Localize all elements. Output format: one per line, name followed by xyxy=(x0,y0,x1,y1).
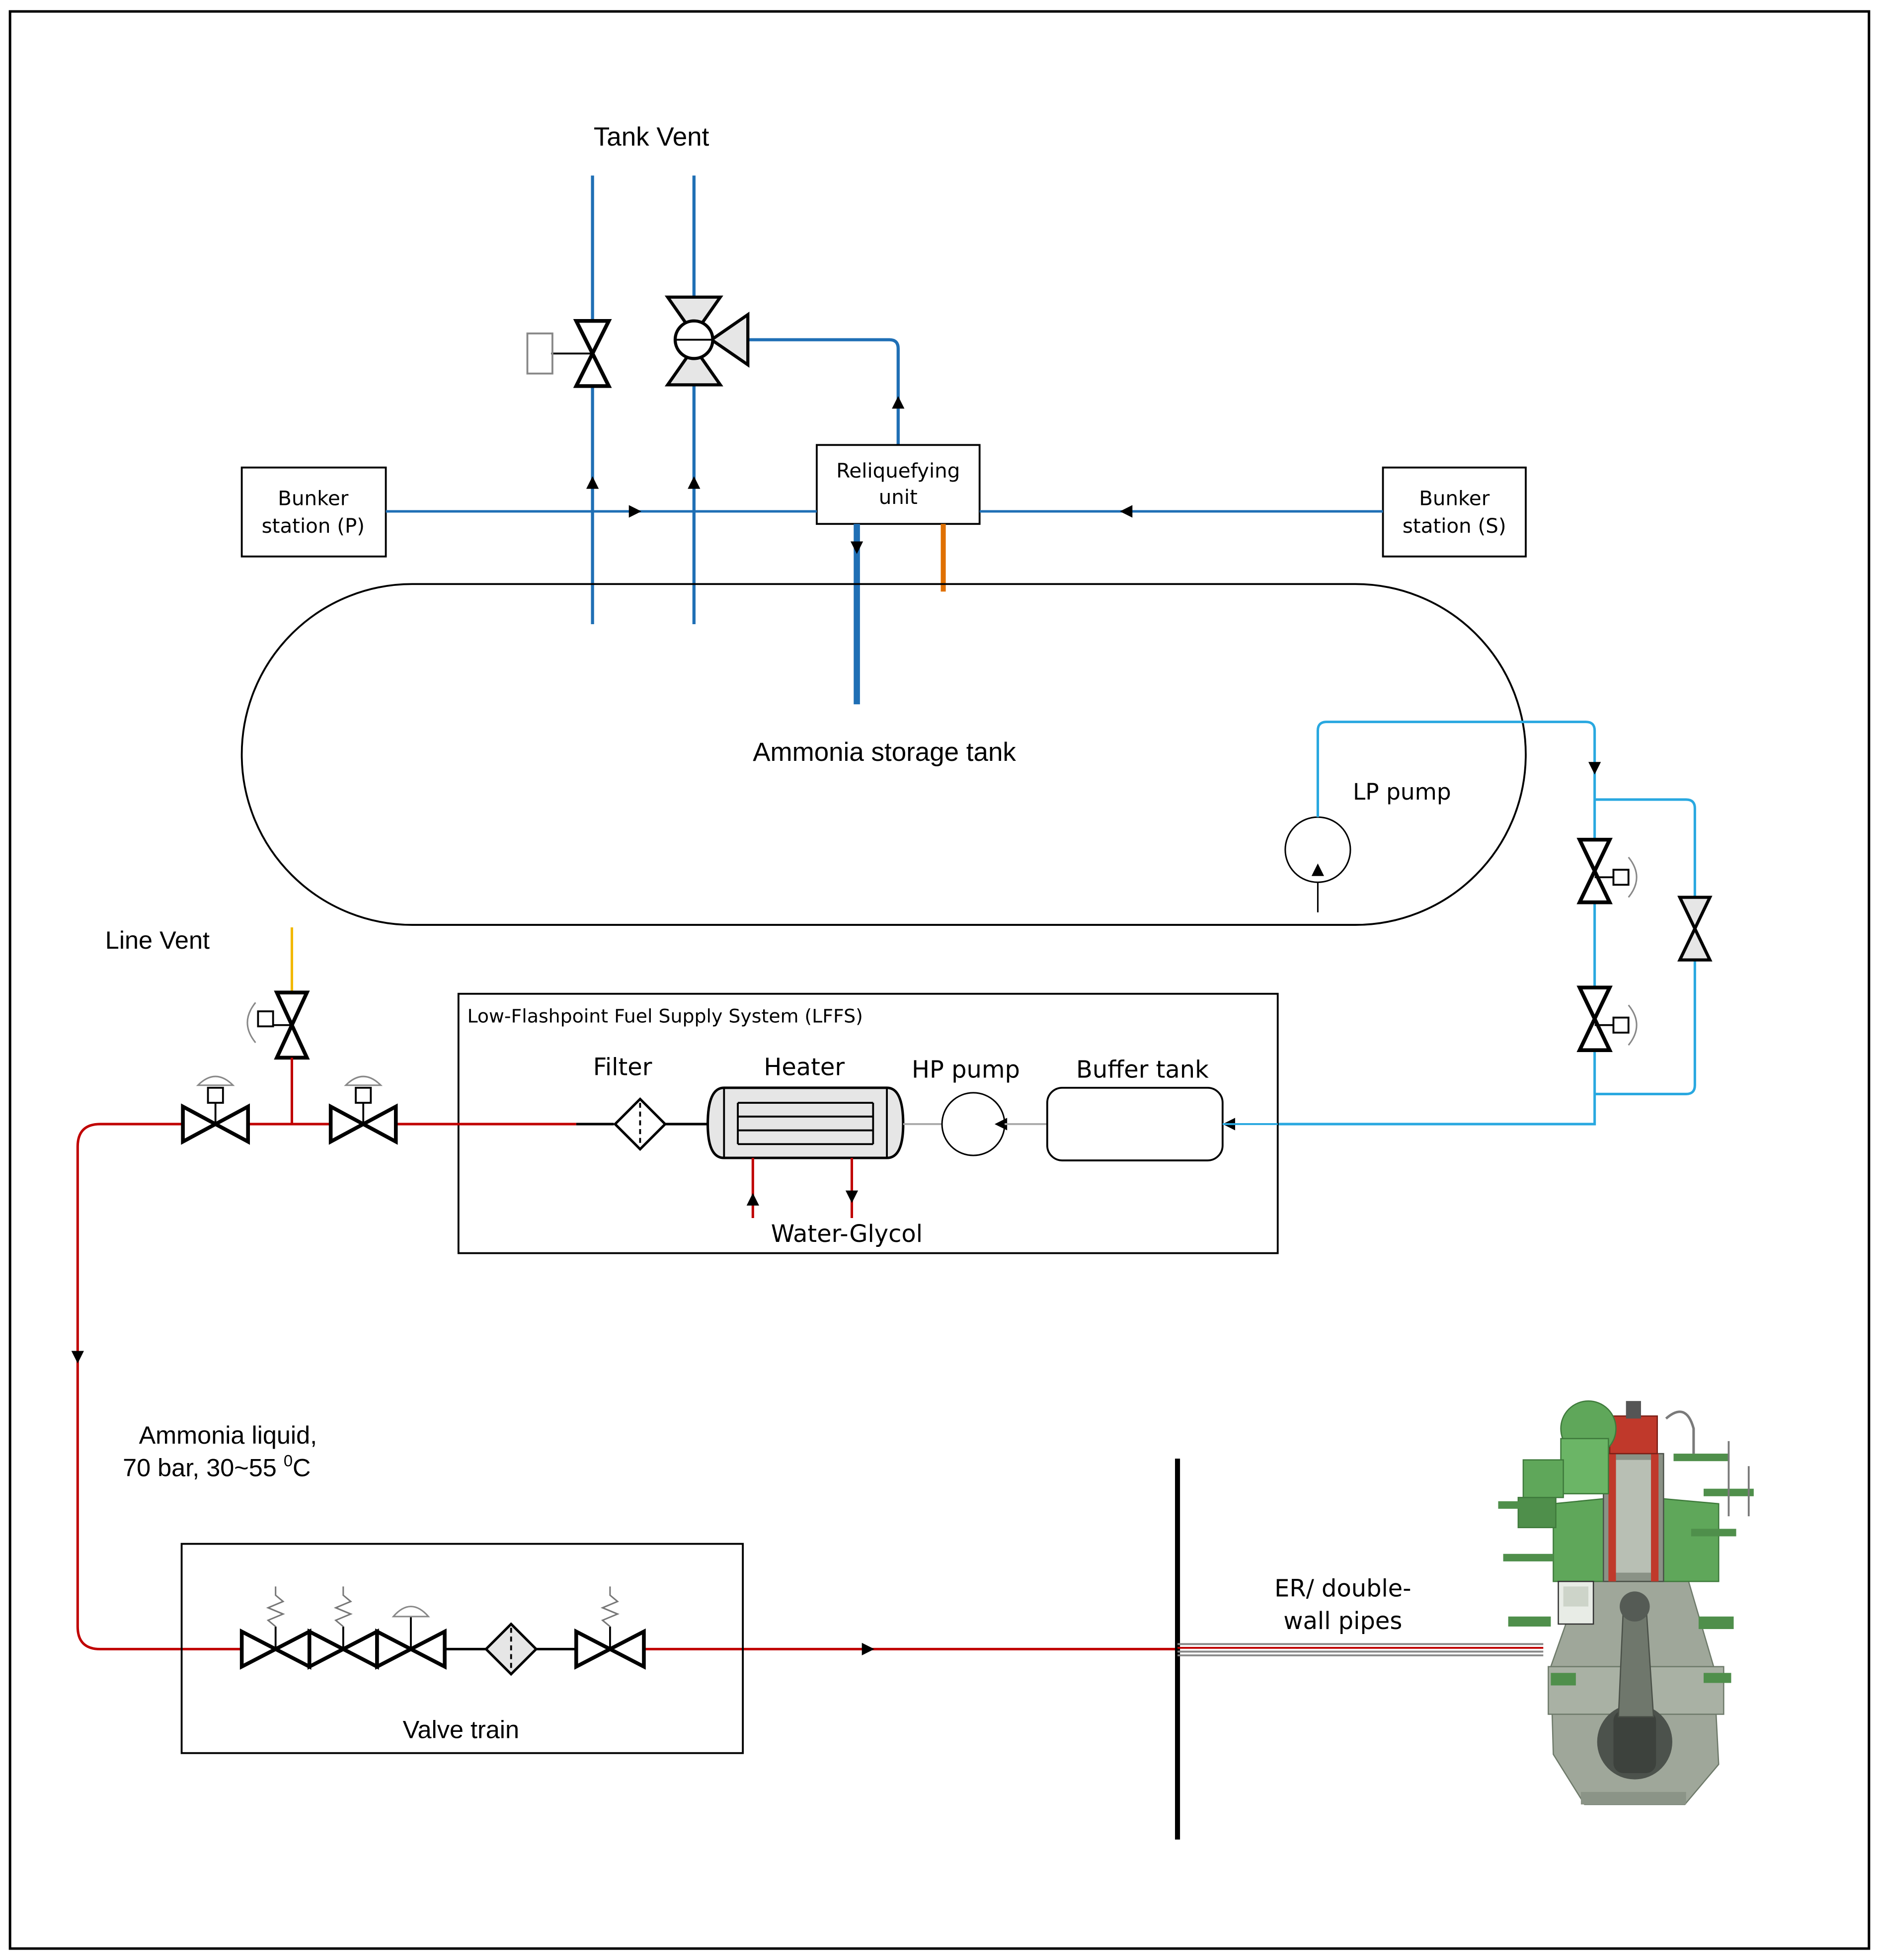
bypass-valve xyxy=(1677,896,1713,962)
water-glycol-in-arrow xyxy=(746,1193,759,1206)
buffer-tank xyxy=(1046,1086,1224,1161)
lp-pump-label: LP pump xyxy=(1353,779,1451,805)
double-wall-pipes xyxy=(1177,1643,1544,1656)
water-glycol-label: Water-Glycol xyxy=(771,1221,923,1248)
ammonia-storage-tank xyxy=(240,583,1527,926)
lp-valve-upper xyxy=(1576,837,1638,904)
hp-pump-label: HP pump xyxy=(912,1057,1020,1084)
valve-train-valve-2 xyxy=(307,1586,379,1670)
fuel-line-arrow-down xyxy=(71,1351,84,1364)
ammonia-liquid-unit: C xyxy=(293,1453,311,1481)
valve-train-label: Valve train xyxy=(403,1715,519,1743)
bunker-station-p-label-2: station (P) xyxy=(262,514,365,538)
red-line-valve-2 xyxy=(328,1075,398,1145)
bunker-station-s-label-1: Bunker xyxy=(1419,487,1490,510)
valve-train-valve-1 xyxy=(239,1586,312,1670)
water-glycol-out-arrow xyxy=(845,1190,859,1203)
marine-engine-illustration xyxy=(1498,1400,1754,1805)
filter-icon xyxy=(613,1097,667,1151)
er-pipes-label-2: wall pipes xyxy=(1283,1608,1402,1635)
bunker-station-p-label-1: Bunker xyxy=(278,487,349,510)
tank-vent-pipes xyxy=(591,175,900,624)
bunker-station-s-label-2: station (S) xyxy=(1403,514,1506,538)
hp-pump-icon xyxy=(941,1092,1008,1156)
valve-train-filter-icon xyxy=(484,1622,538,1676)
reliquefying-unit-box xyxy=(816,444,981,525)
line-vent-label: Line Vent xyxy=(105,926,210,954)
filter-label: Filter xyxy=(593,1054,652,1081)
ammonia-liquid-degree: 0 xyxy=(284,1451,293,1470)
valve-train-valve-3 xyxy=(375,1606,447,1670)
ammonia-liquid-label-1: Ammonia liquid, xyxy=(139,1421,317,1449)
bunker-station-s-box xyxy=(1382,466,1527,558)
lffs-title: Low-Flashpoint Fuel Supply System (LFFS) xyxy=(467,1005,862,1027)
lp-valve-lower xyxy=(1576,985,1638,1052)
tank-vent-label: Tank Vent xyxy=(594,122,709,152)
valve-train-valves xyxy=(239,1586,646,1676)
flow-arrows-upper xyxy=(586,396,1133,554)
ammonia-liquid-conditions: 70 bar, 30~55 xyxy=(123,1453,284,1481)
valve-train-box xyxy=(180,1543,744,1754)
line-vent-valve xyxy=(246,990,310,1060)
fuel-line-red xyxy=(76,1058,1178,1650)
storage-tank-label: Ammonia storage tank xyxy=(753,737,1016,767)
reliquefying-unit-label-1: Reliquefying xyxy=(836,459,960,483)
water-glycol-lines xyxy=(751,1158,854,1219)
outer-frame xyxy=(8,10,1871,1950)
reliquefying-unit-label-2: unit xyxy=(879,486,918,509)
red-line-valve-1 xyxy=(181,1075,250,1145)
tank-vent-three-way-valve xyxy=(664,295,750,387)
fuel-line-arrow-right xyxy=(861,1642,874,1655)
valve-train-valve-4 xyxy=(574,1586,646,1670)
er-pipes-label-1: ER/ double- xyxy=(1274,1575,1411,1602)
buffer-tank-label: Buffer tank xyxy=(1076,1057,1209,1084)
lp-discharge-line xyxy=(1277,721,1696,1126)
lp-pump-icon xyxy=(1284,816,1351,912)
heater-icon xyxy=(706,1086,905,1159)
ammonia-liquid-label-2: 70 bar, 30~55 0C xyxy=(123,1451,311,1481)
lp-discharge-arrow xyxy=(1588,762,1601,775)
tank-vent-valve-left xyxy=(526,319,612,388)
bunker-station-p-box xyxy=(240,466,387,558)
heater-label: Heater xyxy=(764,1054,845,1081)
